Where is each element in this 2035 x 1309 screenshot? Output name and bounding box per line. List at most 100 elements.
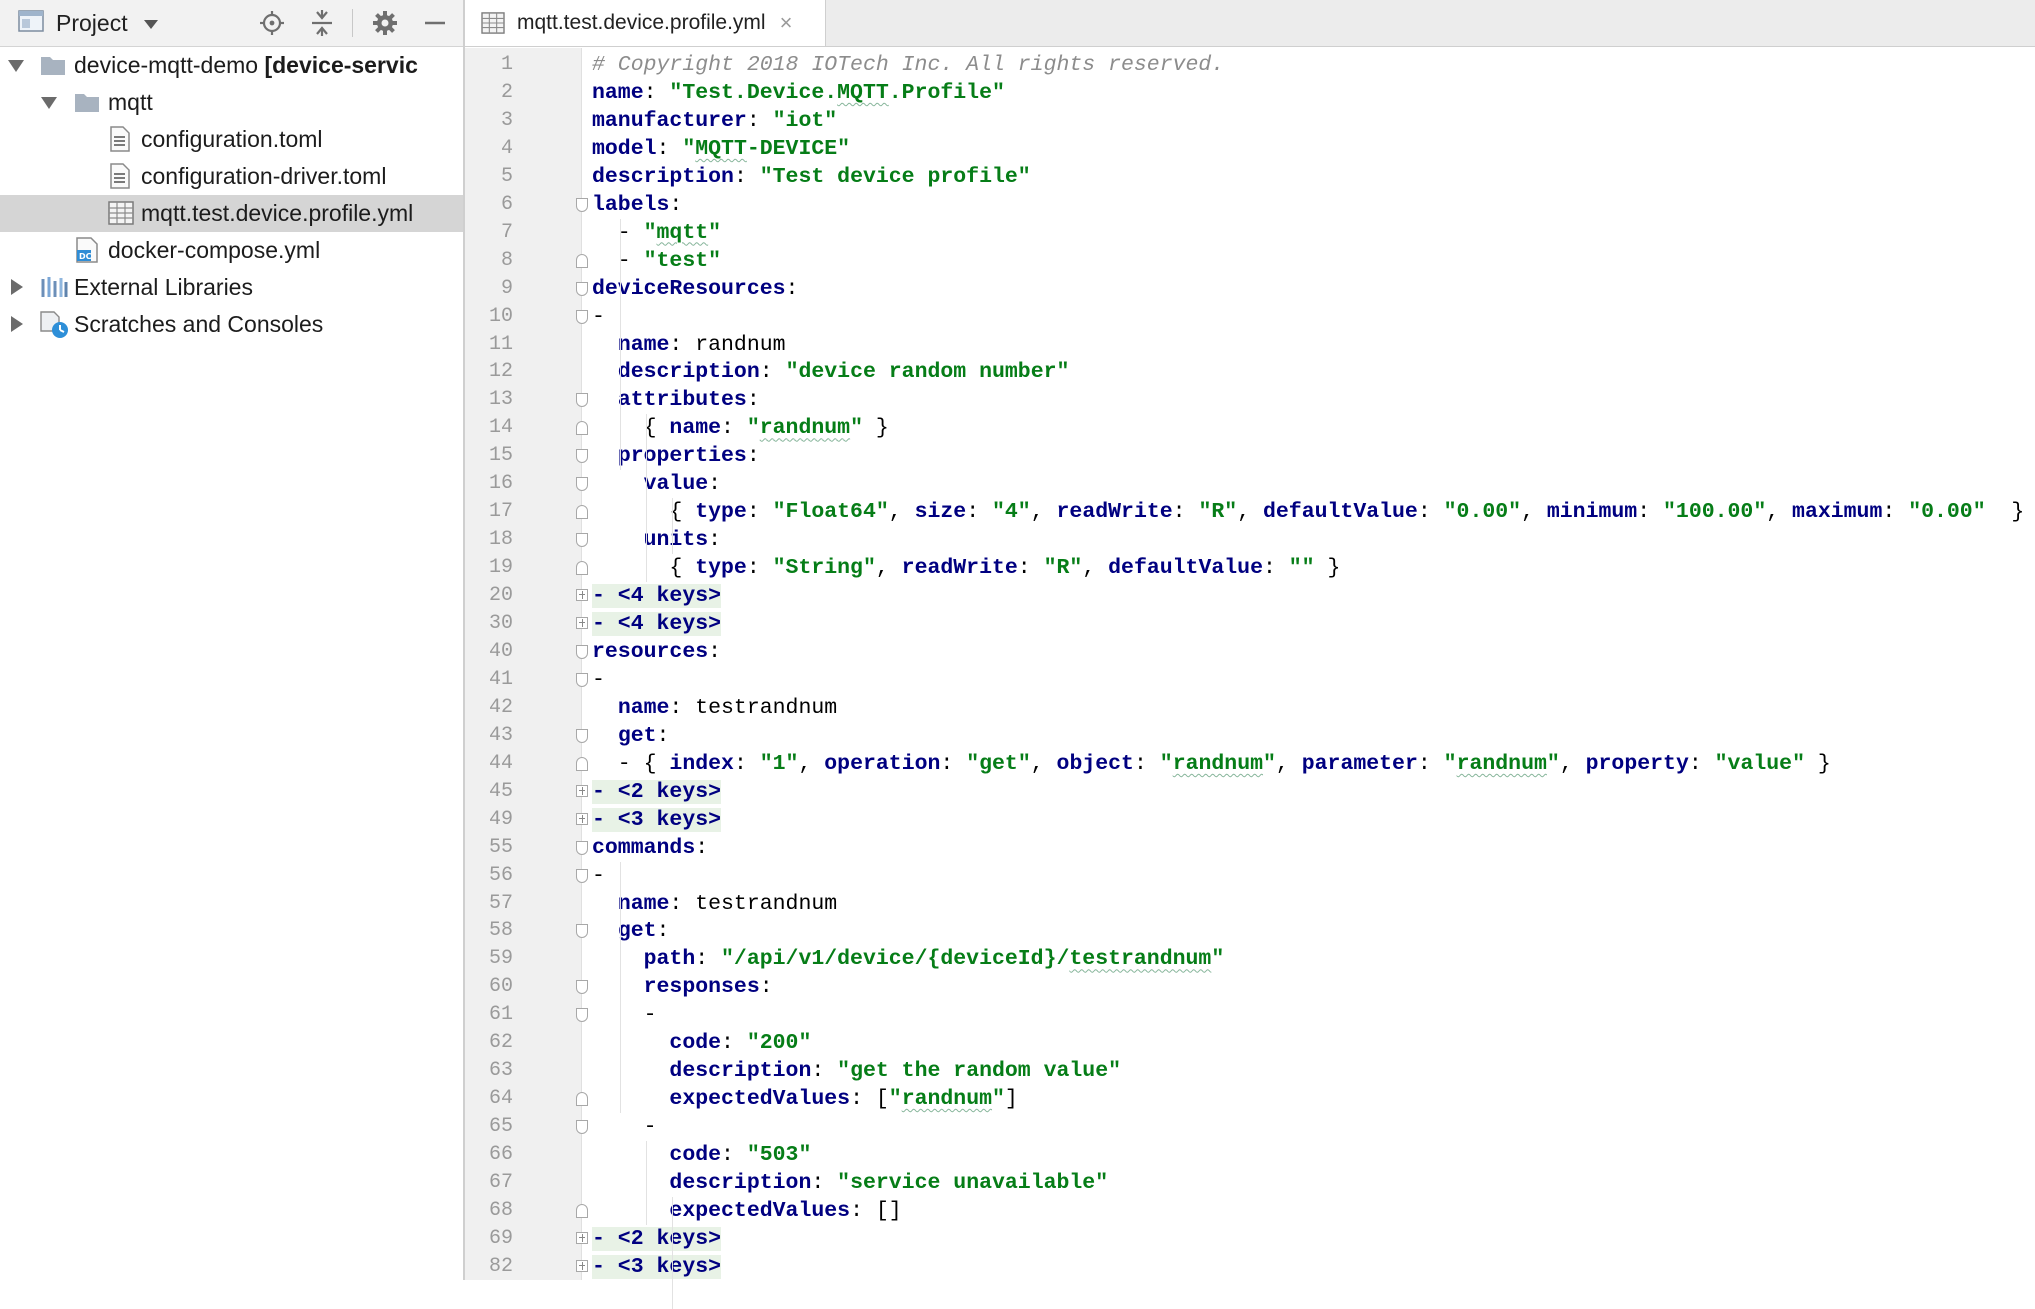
expand-arrow-icon[interactable] [41, 97, 57, 109]
expand-fold-icon[interactable] [576, 589, 588, 602]
fold-marker-icon[interactable] [576, 477, 588, 492]
tree-item-mqtt[interactable]: mqtt [0, 84, 463, 121]
fold-marker-icon[interactable] [576, 1008, 588, 1023]
code-token: : testrandnum [669, 695, 838, 720]
collapsed-region[interactable]: - <2 keys> [592, 1226, 722, 1251]
code-token: " [682, 136, 696, 161]
code-line: - "test" [592, 247, 721, 275]
code-token: randnum [1456, 751, 1547, 776]
settings-button[interactable] [367, 5, 403, 41]
tree-item-docker-compose-yml[interactable]: DC docker-compose.yml [0, 232, 463, 269]
tree-item-external-libraries[interactable]: External Libraries [0, 269, 463, 306]
collapsed-region[interactable]: - <2 keys> [592, 779, 722, 804]
fold-marker-icon[interactable] [576, 533, 588, 548]
code-token: { [592, 416, 670, 441]
collapsed-region[interactable]: - <4 keys> [592, 584, 722, 609]
code-line: manufacturer: "iot" [592, 107, 837, 135]
tab-mqtt-test-device-profile-yml[interactable]: mqtt.test.device.profile.yml × [465, 0, 826, 46]
hide-panel-button[interactable] [417, 5, 453, 41]
code-token: readWrite [901, 556, 1018, 581]
collapsed-region[interactable]: - <3 keys> [592, 1254, 722, 1279]
fold-marker-icon[interactable] [576, 1120, 588, 1135]
expand-fold-icon[interactable] [576, 1231, 588, 1244]
code-token: : [1417, 500, 1444, 525]
fold-marker-icon[interactable] [576, 309, 588, 324]
expand-fold-icon[interactable] [576, 784, 588, 797]
code-token: : [785, 276, 799, 301]
tree-item-configuration-toml[interactable]: configuration.toml [0, 121, 463, 158]
tree-item-configuration-driver-toml[interactable]: configuration-driver.toml [0, 158, 463, 195]
code-token [592, 388, 618, 412]
code-token [592, 528, 644, 552]
code-token [592, 333, 618, 357]
collapse-all-icon [312, 10, 332, 36]
code-token: randnum [1172, 751, 1264, 776]
code-token: : [811, 1059, 838, 1084]
code-token [592, 975, 644, 999]
code-token: } [1314, 556, 1341, 581]
fold-marker-icon[interactable] [576, 1203, 588, 1218]
fold-marker-icon[interactable] [576, 644, 588, 659]
collapsed-region[interactable]: - <3 keys> [592, 807, 722, 832]
expand-fold-icon[interactable] [576, 812, 588, 825]
code-editor[interactable] [582, 48, 2035, 1280]
code-token: type [695, 556, 747, 581]
fold-marker-icon[interactable] [576, 421, 588, 436]
code-line: - <3 keys> [592, 806, 722, 834]
code-token: ] [1004, 1087, 1018, 1112]
fold-marker-icon[interactable] [576, 1092, 588, 1107]
fold-marker-icon[interactable] [576, 281, 588, 296]
fold-marker-icon[interactable] [576, 253, 588, 268]
expand-arrow-icon[interactable] [11, 316, 23, 332]
fold-marker-icon[interactable] [576, 672, 588, 687]
code-token: path [643, 947, 696, 972]
editor-tab-bar: mqtt.test.device.profile.yml × [465, 0, 2035, 47]
fold-marker-icon[interactable] [576, 980, 588, 995]
code-token: : [695, 835, 709, 860]
line-number: 7 [500, 220, 513, 244]
collapsed-region[interactable]: - <4 keys> [592, 612, 722, 636]
code-token: property [1585, 751, 1689, 776]
code-token: : [708, 639, 722, 664]
code-token: : [ [850, 1087, 889, 1112]
locate-file-button[interactable] [254, 5, 290, 41]
code-token: "value" [1714, 751, 1805, 776]
tree-item-device-mqtt-demo[interactable]: device-mqtt-demo [device-servic [0, 47, 463, 84]
code-token: " [888, 1087, 902, 1112]
code-token: : [708, 528, 722, 553]
code-token [592, 1059, 669, 1083]
tree-item-scratches-and-consoles[interactable]: Scratches and Consoles [0, 306, 463, 343]
close-icon[interactable]: × [779, 10, 793, 35]
code-token: "get" [966, 751, 1031, 776]
expand-fold-icon[interactable] [576, 617, 588, 629]
fold-marker-icon[interactable] [576, 393, 588, 408]
fold-marker-icon[interactable] [576, 505, 588, 520]
code-token: index [669, 751, 734, 776]
fold-marker-icon[interactable] [576, 840, 588, 855]
line-number: 69 [488, 1226, 513, 1250]
fold-marker-icon[interactable] [576, 728, 588, 743]
expand-arrow-icon[interactable] [8, 60, 24, 72]
code-token: " [850, 416, 863, 441]
code-line: - <2 keys> [592, 1225, 722, 1253]
code-line: name: testrandnum [592, 890, 837, 918]
scratches-icon [40, 311, 68, 338]
collapse-all-button[interactable] [304, 5, 340, 41]
fold-marker-icon[interactable] [576, 756, 588, 771]
fold-marker-icon[interactable] [576, 449, 588, 464]
minimize-icon [425, 21, 445, 25]
project-view-selector[interactable]: Project [18, 9, 158, 38]
tree-item-mqtt-test-device-profile-yml[interactable]: mqtt.test.device.profile.yml [0, 195, 463, 232]
code-token: : testrandnum [669, 891, 838, 916]
fold-marker-icon[interactable] [576, 197, 588, 212]
expand-fold-icon[interactable] [576, 1259, 588, 1272]
chevron-down-icon[interactable] [143, 20, 158, 29]
code-token: - [592, 1115, 657, 1140]
tree-item-label: docker-compose.yml [108, 237, 321, 263]
code-token: : [759, 975, 773, 1000]
fold-marker-icon[interactable] [576, 561, 588, 576]
fold-marker-icon[interactable] [576, 868, 588, 883]
fold-marker-icon[interactable] [576, 924, 588, 939]
expand-arrow-icon[interactable] [11, 279, 23, 295]
line-number: 82 [488, 1254, 513, 1278]
